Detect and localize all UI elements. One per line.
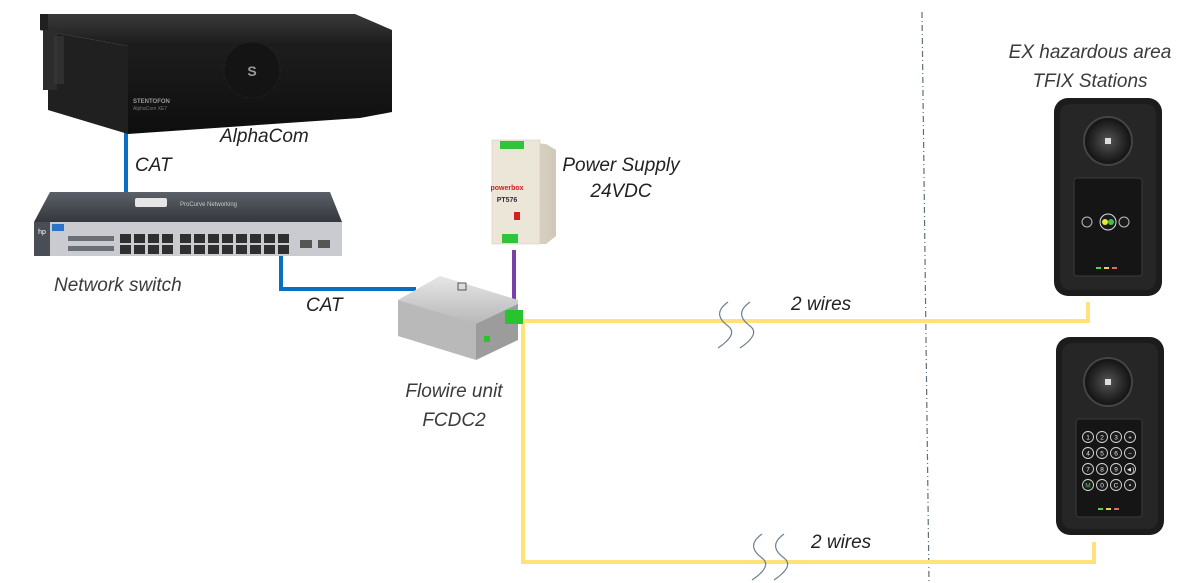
camera-icon [1105, 138, 1111, 144]
alphacom-device[interactable]: S STENTOFON AlphaCom XE7 [40, 14, 392, 134]
tfix-station-1[interactable] [1054, 98, 1162, 296]
camera-icon [1105, 379, 1111, 385]
keypad-key [1096, 463, 1108, 475]
keypad-key [1096, 479, 1108, 491]
keypad-key [1124, 479, 1136, 491]
keypad-key [1096, 431, 1108, 443]
keypad-key [1124, 431, 1136, 443]
keypad-key-label: 6 [1114, 451, 1118, 458]
keypad-key-label: ◄) [1126, 467, 1135, 474]
cat-cable-switch-flowire [279, 248, 416, 291]
stentofon-logo-icon: S [247, 63, 256, 79]
keypad-key-label: 4 [1086, 451, 1090, 458]
tfix-stations-label-line2: TFIX Stations [1032, 71, 1148, 92]
keypad-key [1110, 431, 1122, 443]
two-wire-cable-1 [523, 302, 1090, 323]
power-supply-label-line1: Power Supply [562, 155, 680, 176]
keypad-key-label: 1 [1086, 435, 1090, 442]
cat-label-1: CAT [135, 155, 172, 176]
keypad-key-label: + [1128, 435, 1132, 442]
switch-ports [68, 234, 330, 254]
power-supply-label-line2: 24VDC [590, 181, 652, 202]
keypad-key [1082, 479, 1094, 491]
two-wires-label-2: 2 wires [811, 532, 872, 553]
keypad-key [1124, 447, 1136, 459]
flowire-unit-device[interactable] [398, 276, 523, 360]
keypad-key [1082, 463, 1094, 475]
keypad-key-label: 3 [1114, 435, 1118, 442]
keypad-key [1124, 463, 1136, 475]
keypad-key-label: • [1129, 483, 1132, 490]
flowire-unit-label-line1: Flowire unit [405, 381, 503, 402]
tfix-stations-label-line1: EX hazardous area [1008, 42, 1172, 63]
keypad-key-label: 8 [1100, 467, 1104, 474]
flowire-unit-label-line2: FCDC2 [422, 410, 486, 431]
keypad-key-label: − [1128, 451, 1132, 458]
hp-logo-icon: hp [38, 229, 46, 236]
cancel-button-icon [1118, 216, 1130, 228]
keypad-key-label: M [1085, 483, 1090, 490]
psu-model-text: PT576 [497, 197, 518, 204]
call-button-icon [1081, 216, 1093, 228]
switch-brand-text: ProCurve Networking [180, 202, 237, 208]
cat-label-2: CAT [306, 295, 343, 316]
network-switch-device[interactable]: hp ProCurve Networking [34, 192, 342, 256]
cable-break-mark-2 [751, 533, 789, 581]
keypad-key [1110, 479, 1122, 491]
keypad-key [1110, 447, 1122, 459]
cable-break-mark-1 [717, 301, 755, 349]
tfix-stations-label: EX hazardous area TFIX Stations [990, 38, 1190, 96]
alphacom-label: AlphaCom [220, 126, 309, 147]
power-supply-label: Power Supply 24VDC [556, 153, 686, 205]
powerbox-brand-text: powerbox [490, 185, 523, 192]
keypad-key [1110, 463, 1122, 475]
keypad-key-label: 9 [1114, 467, 1118, 474]
keypad-key-label: 0 [1100, 483, 1104, 490]
flowire-unit-label: Flowire unit FCDC2 [394, 377, 514, 435]
network-switch-label: Network switch [54, 275, 182, 296]
keypad-key [1082, 447, 1094, 459]
keypad-key-label: 2 [1100, 435, 1104, 442]
hazardous-zone-divider [921, 11, 930, 583]
keypad-key [1082, 431, 1094, 443]
alphacom-model-text: AlphaCom XE7 [133, 106, 167, 112]
alphacom-brand-text: STENTOFON [133, 99, 170, 105]
keypad-key-label: C [1114, 483, 1119, 490]
tfix-station-2[interactable]: 1 2 3 +4 5 6 − 7 8 9 ◄) M 0 C • [1056, 337, 1164, 535]
keypad-key-label: 5 [1100, 451, 1104, 458]
keypad: 1 2 3 +4 5 6 − 7 8 9 ◄) M 0 C • [1082, 431, 1136, 491]
power-supply-device[interactable]: powerbox PT576 [490, 139, 556, 245]
two-wire-cable-2 [521, 321, 1096, 564]
two-wires-label-1: 2 wires [791, 294, 852, 315]
keypad-key [1096, 447, 1108, 459]
keypad-key-label: 7 [1086, 467, 1090, 474]
